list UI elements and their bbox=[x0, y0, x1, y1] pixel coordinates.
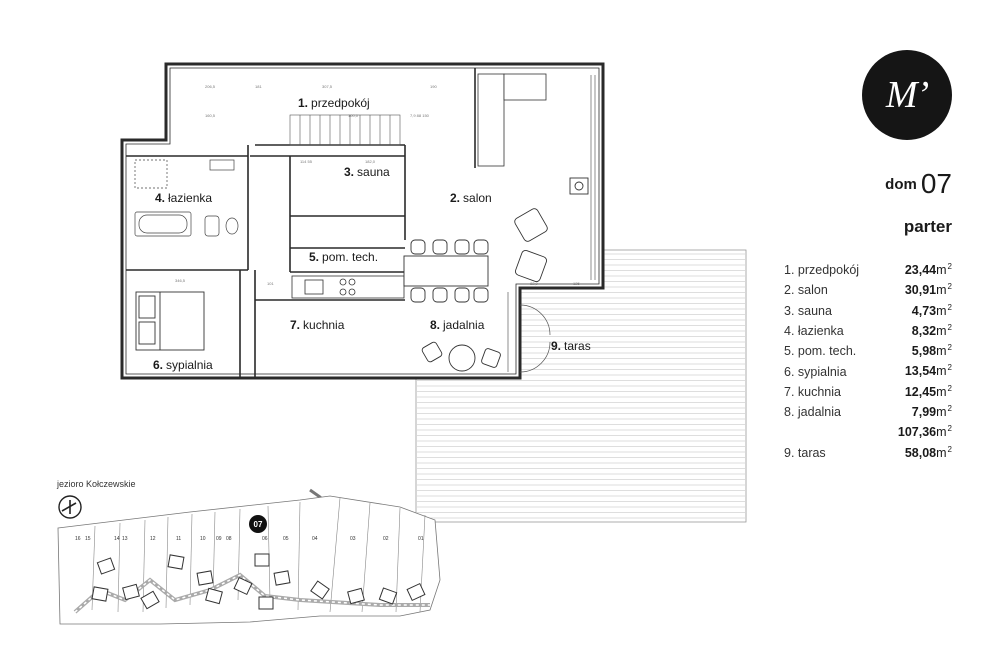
round-table bbox=[421, 341, 501, 372]
room-label-8: 8.jadalnia bbox=[430, 318, 485, 332]
room-row: 8. jadalnia 7,99m2 bbox=[784, 404, 952, 420]
room-label-1: 1.przedpokój bbox=[298, 96, 370, 110]
room-row: 4. łazienka 8,32m2 bbox=[784, 322, 952, 339]
bathroom-fixtures bbox=[134, 159, 239, 237]
brand-logo: M’ bbox=[862, 50, 952, 140]
kitchen-counter bbox=[291, 275, 405, 299]
svg-text:181: 181 bbox=[255, 84, 262, 89]
room-label-6: 6.sypialnia bbox=[153, 358, 213, 372]
lounge-chairs bbox=[514, 177, 589, 282]
house-label: dom bbox=[885, 176, 917, 193]
compass-icon bbox=[58, 495, 82, 519]
room-row: 3. sauna 4,73m2 bbox=[784, 302, 952, 318]
room-label-7: 7.kuchnia bbox=[290, 318, 345, 332]
svg-text:182,0: 182,0 bbox=[365, 159, 376, 164]
room-row: 2. salon 30,91m2 bbox=[784, 282, 952, 298]
house-number-value: 07 bbox=[920, 168, 952, 199]
plot-number: 15 bbox=[85, 536, 91, 542]
plot-number: 14 bbox=[114, 536, 120, 542]
svg-text:7,9 88 150: 7,9 88 150 bbox=[410, 113, 430, 118]
plot-number: 03 bbox=[350, 536, 356, 542]
plot-number: 04 bbox=[312, 536, 318, 542]
svg-text:307,5: 307,5 bbox=[322, 84, 333, 89]
room-row: 6. sypialnia 13,54m2 bbox=[784, 363, 952, 379]
sofa bbox=[477, 73, 547, 167]
svg-text:07: 07 bbox=[254, 520, 263, 529]
stairs bbox=[289, 114, 401, 146]
plot-number: 05 bbox=[283, 536, 289, 542]
svg-text:125: 125 bbox=[573, 281, 580, 286]
svg-text:82,0: 82,0 bbox=[530, 281, 539, 286]
room-area-table: 1. przedpokój 23,44m2 2. salon 30,91m2 3… bbox=[784, 257, 952, 460]
current-plot-marker: 07 bbox=[249, 515, 267, 533]
interior-walls bbox=[126, 68, 476, 378]
plot-number: 06 bbox=[262, 536, 268, 542]
plot-number: 16 bbox=[75, 536, 81, 542]
svg-text:100,0: 100,0 bbox=[348, 113, 359, 118]
windows bbox=[507, 75, 596, 372]
room-label-4: 4.łazienka bbox=[155, 191, 212, 205]
svg-text:346,5: 346,5 bbox=[175, 278, 186, 283]
svg-text:160,5: 160,5 bbox=[205, 113, 216, 118]
plot-number: 02 bbox=[383, 536, 389, 542]
terrace-row: 9. taras 58,08m2 bbox=[784, 444, 952, 460]
dining-table bbox=[403, 239, 489, 303]
svg-text:206,5: 206,5 bbox=[205, 84, 216, 89]
floor-title: parter bbox=[903, 217, 952, 236]
room-label-2: 2.salon bbox=[450, 191, 492, 205]
lake-label: jezioro Kołczewskie bbox=[56, 479, 136, 489]
room-label-3: 3.sauna bbox=[344, 165, 390, 179]
plot-number: 09 bbox=[216, 536, 222, 542]
terrace-door bbox=[519, 304, 551, 373]
svg-text:101: 101 bbox=[267, 281, 274, 286]
room-label-9: 9.taras bbox=[551, 339, 591, 353]
plot-number: 10 bbox=[200, 536, 206, 542]
plot-number: 13 bbox=[122, 536, 128, 542]
room-row: 7. kuchnia 12,45m2 bbox=[784, 383, 952, 399]
bed bbox=[135, 291, 205, 351]
room-row: 1. przedpokój 23,44m2 bbox=[784, 262, 952, 278]
plot-number: 12 bbox=[150, 536, 156, 542]
svg-text:190: 190 bbox=[430, 84, 437, 89]
room-label-5: 5.pom. tech. bbox=[309, 250, 378, 264]
plot-number: 01 bbox=[418, 536, 424, 542]
plot-number: 08 bbox=[226, 536, 232, 542]
svg-text:114 55: 114 55 bbox=[300, 159, 313, 164]
plot-number: 11 bbox=[176, 536, 181, 542]
total-area-row: 107,36m2 bbox=[897, 424, 952, 440]
room-row: 5. pom. tech. 5,98m2 bbox=[784, 343, 952, 359]
